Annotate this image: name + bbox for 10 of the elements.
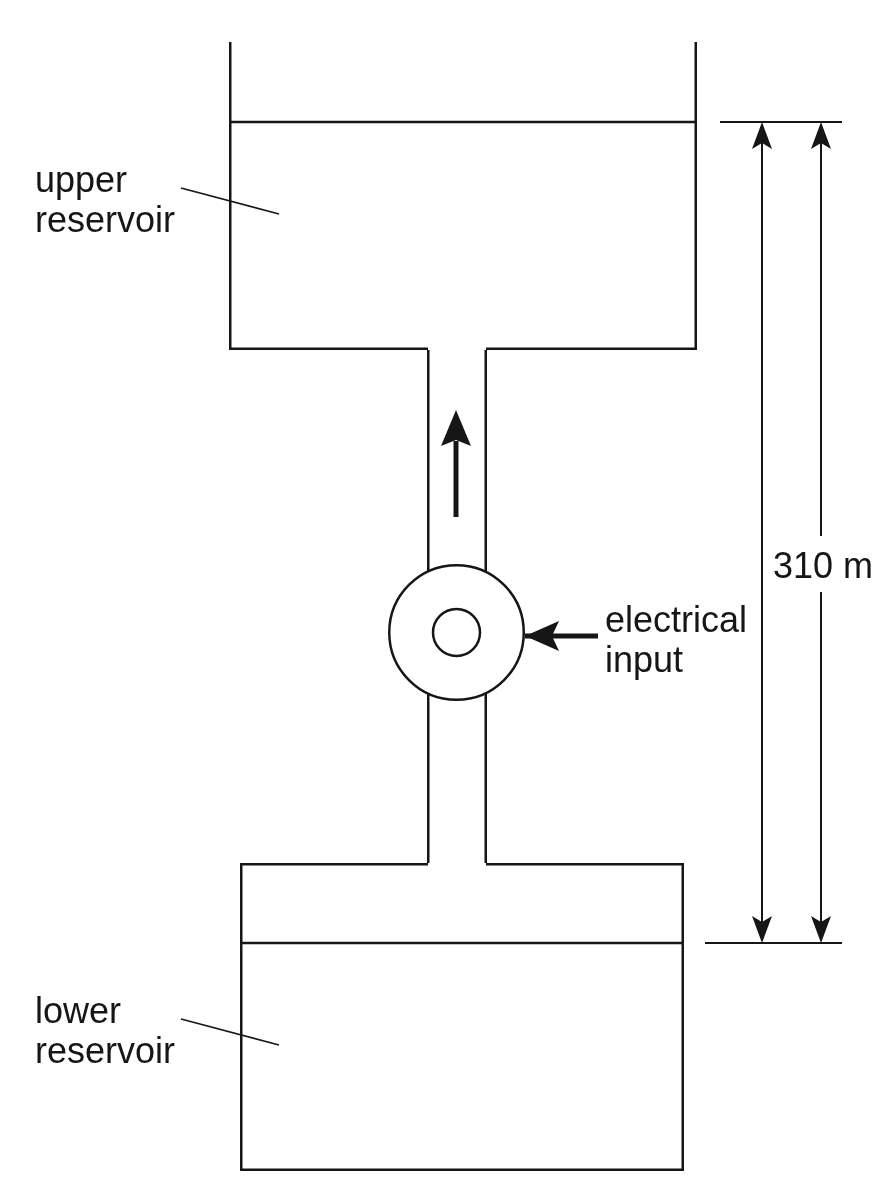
callout-label: electrical input xyxy=(605,600,751,680)
pump-symbol xyxy=(388,564,525,701)
pipe xyxy=(427,701,487,863)
pipe xyxy=(427,350,487,564)
reservoir-tank xyxy=(240,863,684,1171)
callout-label: upper reservoir xyxy=(35,160,179,240)
leader-line xyxy=(180,1018,280,1046)
callout-label: lower reservoir xyxy=(35,991,179,1071)
arrow xyxy=(525,621,598,651)
reservoir-tank xyxy=(229,42,697,350)
